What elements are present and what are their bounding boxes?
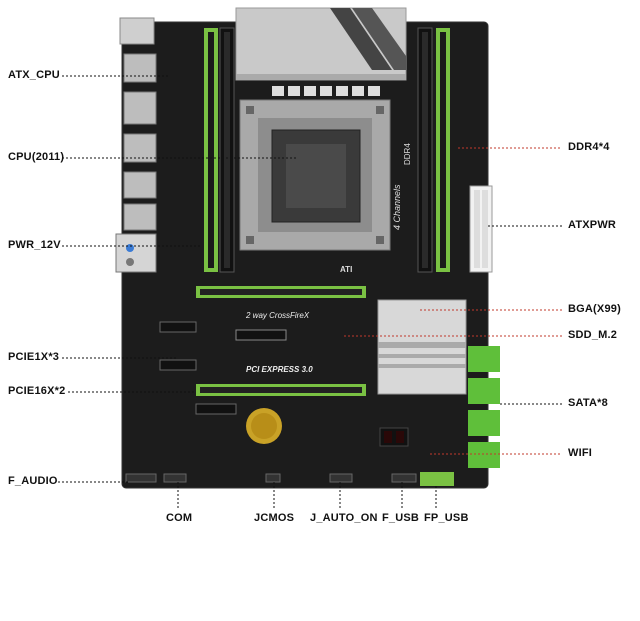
- dimm-slots-left: [204, 27, 235, 273]
- m2-slot: [235, 329, 287, 341]
- label-j-auto-on: J_AUTO_ON: [310, 512, 378, 524]
- bottom-headers: [125, 473, 417, 483]
- silkscreen-crossfire: 2 way CrossFireX: [245, 311, 310, 320]
- label-wifi: WIFI: [568, 447, 593, 459]
- vrm-heatsink: [235, 7, 407, 81]
- vrm-chokes: [272, 86, 380, 96]
- chipset-heatsink: [377, 299, 467, 395]
- label-ddr4: DDR4*4: [568, 141, 610, 153]
- label-pcie16x: PCIE16X*2: [8, 385, 66, 397]
- sata-ports: [468, 346, 500, 468]
- rear-io-panel: [115, 17, 157, 273]
- fp-usb-header: [420, 472, 454, 486]
- label-jcmos: JCMOS: [254, 512, 295, 524]
- pcie-x1-slots: [159, 321, 237, 415]
- label-f-audio: F_AUDIO: [8, 475, 58, 487]
- label-com: COM: [166, 512, 193, 524]
- label-fp-usb: FP_USB: [424, 512, 469, 524]
- label-sata: SATA*8: [568, 397, 608, 409]
- silkscreen-channels: 4 Channels: [392, 184, 402, 230]
- atx-power-connector: [469, 185, 493, 273]
- pcie-x16-slot-2: [196, 384, 366, 396]
- label-bga-x99: BGA(X99): [568, 303, 621, 315]
- silkscreen-pci-express: PCI EXPRESS 3.0: [246, 365, 313, 374]
- label-sdd-m2: SDD_M.2: [568, 329, 618, 341]
- label-atx-cpu: ATX_CPU: [8, 69, 60, 81]
- silkscreen-ati: ATI: [340, 265, 352, 274]
- label-pcie1x: PCIE1X*3: [8, 351, 60, 363]
- pcie-x16-slot-1: [196, 286, 366, 298]
- silkscreen-ddr4: DDR4: [403, 143, 412, 165]
- label-atxpwr: ATXPWR: [568, 219, 617, 231]
- label-pwr-12v: PWR_12V: [8, 239, 61, 251]
- dimm-slots-right: [417, 27, 450, 273]
- leader-lines: [58, 75, 562, 508]
- cpu-socket: [239, 99, 391, 251]
- label-cpu-2011: CPU(2011): [8, 151, 65, 163]
- label-f-usb: F_USB: [382, 512, 420, 524]
- cmos-battery: [246, 408, 282, 444]
- debug-led: [379, 427, 409, 447]
